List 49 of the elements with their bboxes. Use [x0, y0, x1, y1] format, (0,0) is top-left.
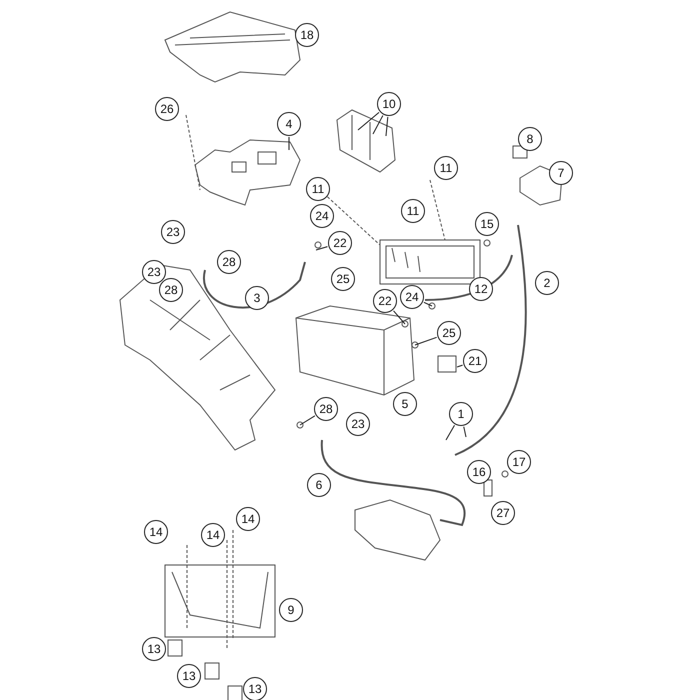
- callout-number: 28: [217, 250, 241, 274]
- callout-number: 15: [475, 212, 499, 236]
- leader-line: [386, 116, 388, 136]
- callout-number: 17: [507, 450, 531, 474]
- callout-number: 11: [434, 156, 458, 180]
- callout-number: 13: [142, 637, 166, 661]
- callout-number: 11: [401, 199, 425, 223]
- callout-number: 14: [201, 523, 225, 547]
- leader-line: [423, 302, 432, 306]
- callout-number: 5: [393, 392, 417, 416]
- callout-number: 28: [314, 397, 338, 421]
- leader-line: [372, 114, 384, 134]
- callout-number: 12: [469, 277, 493, 301]
- leader-line: [358, 112, 380, 130]
- leader-line: [446, 424, 455, 440]
- leader-line: [300, 415, 316, 426]
- callout-number: 3: [245, 286, 269, 310]
- leader-line: [393, 310, 406, 324]
- callout-number: 26: [155, 97, 179, 121]
- callout-number: 24: [310, 204, 334, 228]
- callout-number: 24: [400, 285, 424, 309]
- callout-number: 8: [518, 127, 542, 151]
- callout-number: 23: [142, 260, 166, 284]
- leader-line: [288, 136, 290, 150]
- callout-number: 4: [277, 112, 301, 136]
- callout-number: 13: [177, 664, 201, 688]
- callout-number: 18: [295, 23, 319, 47]
- leader-line: [316, 246, 328, 250]
- callout-number: 7: [549, 161, 573, 185]
- callout-number: 16: [467, 460, 491, 484]
- callout-number: 10: [377, 92, 401, 116]
- leader-line: [456, 364, 464, 368]
- callout-number: 25: [331, 267, 355, 291]
- callout-number: 9: [279, 598, 303, 622]
- callout-number: 22: [328, 231, 352, 255]
- leader-line: [463, 426, 466, 438]
- callout-number: 6: [307, 473, 331, 497]
- callout-number: 21: [463, 349, 487, 373]
- callout-number: 11: [306, 177, 330, 201]
- callout-number: 23: [161, 220, 185, 244]
- callout-number: 27: [491, 501, 515, 525]
- leader-line: [414, 336, 438, 346]
- callout-number: 1: [449, 402, 473, 426]
- callout-number: 14: [236, 507, 260, 531]
- callout-number: 23: [346, 412, 370, 436]
- callout-number: 25: [437, 321, 461, 345]
- callout-number: 22: [373, 289, 397, 313]
- callout-number: 14: [144, 520, 168, 544]
- callout-number: 2: [535, 271, 559, 295]
